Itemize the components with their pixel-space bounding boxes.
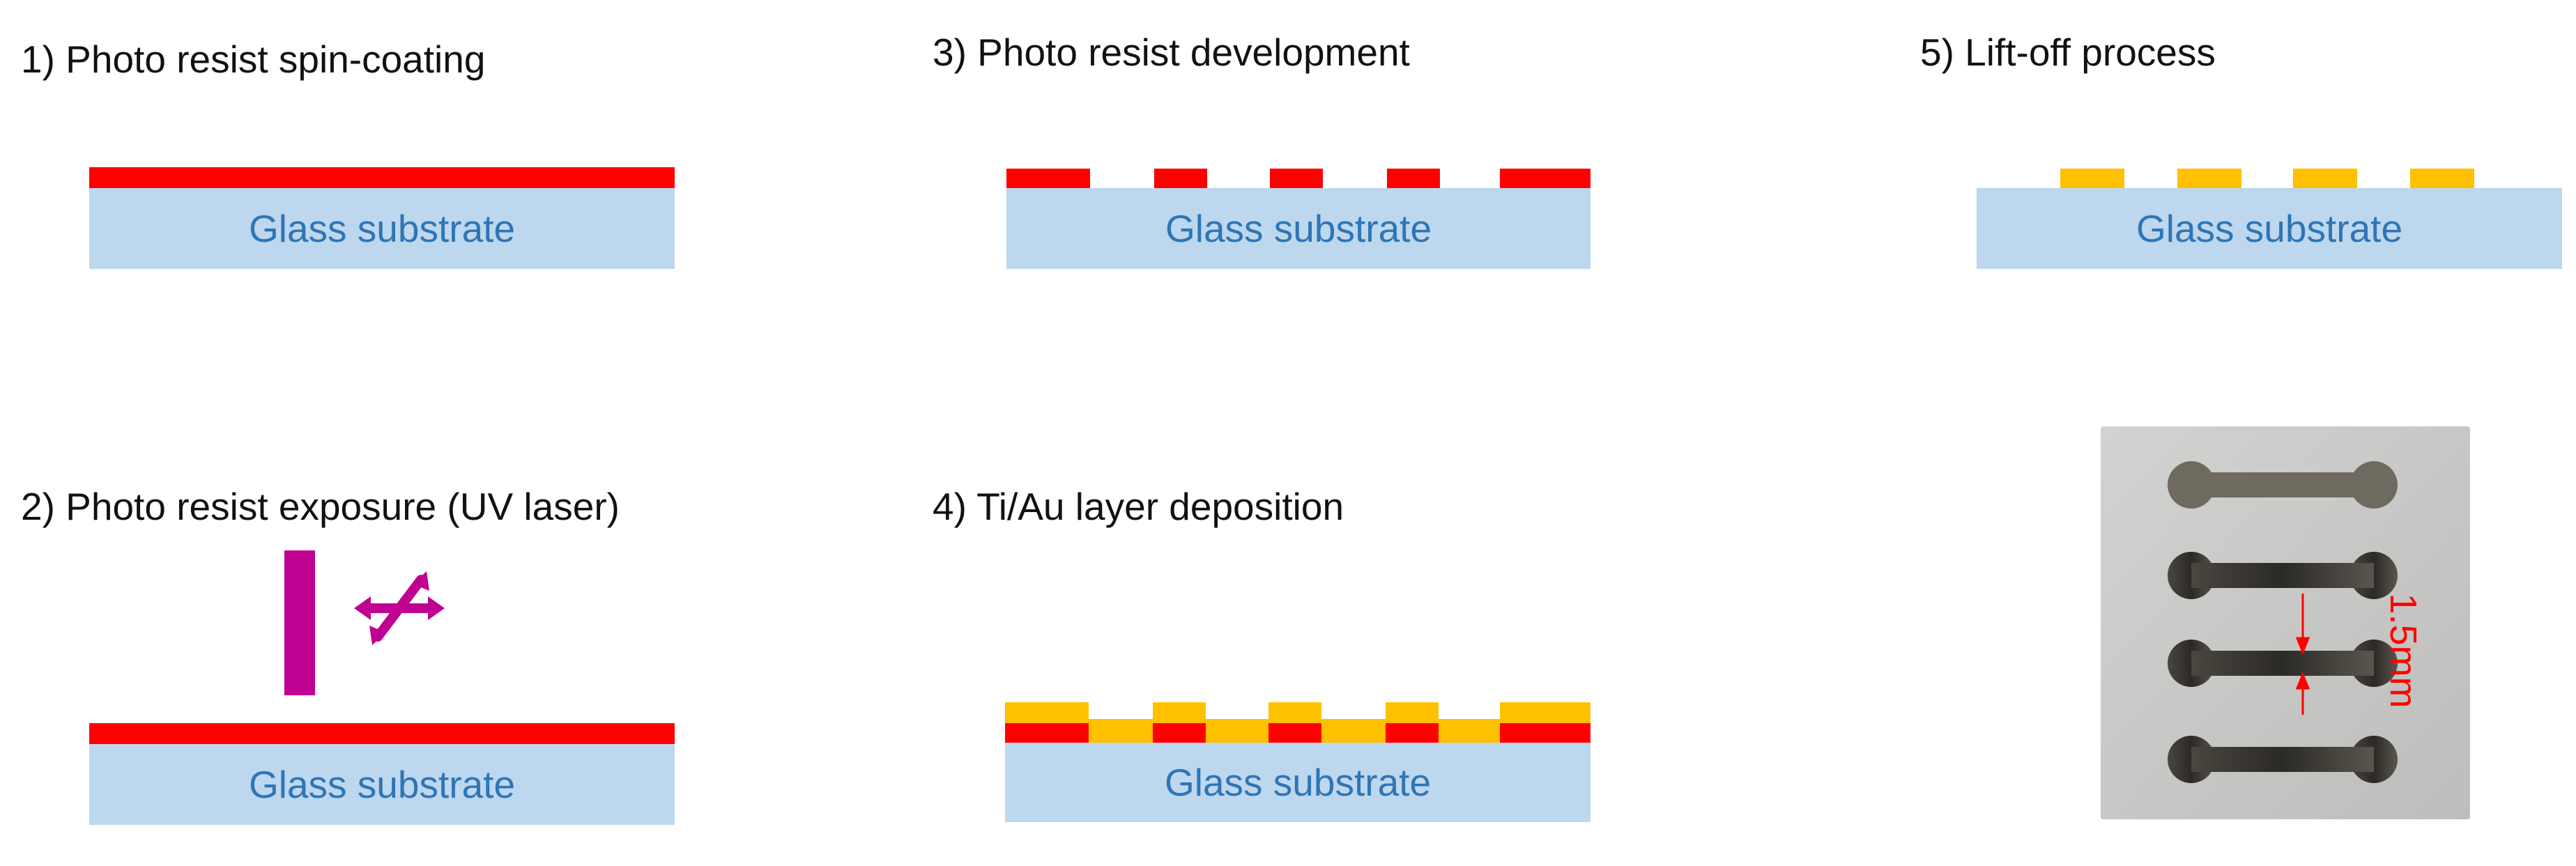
measurement-label: 1.5mm	[2382, 593, 2424, 709]
photoresist-segment	[1006, 169, 1090, 188]
substrate-label: Glass substrate	[248, 763, 516, 806]
step-3-title: 3) Photo resist development	[933, 31, 1410, 74]
metal-on-resist	[1153, 702, 1206, 723]
step-1-diagram: Glass substrate	[89, 167, 675, 269]
photoresist-segment	[1268, 723, 1321, 743]
metal-on-resist	[1500, 702, 1590, 723]
glass-substrate: Glass substrate	[89, 744, 675, 825]
photoresist-segment	[1386, 723, 1439, 743]
metal-in-gap	[1206, 719, 1268, 743]
metal-on-resist	[1268, 702, 1321, 723]
step-2-title: 2) Photo resist exposure (UV laser)	[21, 485, 620, 528]
step-1-title: 1) Photo resist spin-coating	[21, 38, 486, 81]
photoresist-segment	[1270, 169, 1323, 188]
uv-laser-beam	[284, 550, 315, 695]
step-5-diagram: Glass substrate	[1977, 169, 2562, 269]
substrate-label: Glass substrate	[248, 207, 516, 250]
step-4-title: 4) Ti/Au layer deposition	[933, 485, 1344, 528]
photoresist-segment	[1005, 723, 1089, 743]
photoresist-layer	[89, 723, 675, 744]
metal-on-resist	[1005, 702, 1089, 723]
laser-scan-direction-icon	[354, 571, 445, 645]
glass-substrate: Glass substrate	[1006, 188, 1590, 269]
metal-in-gap	[1439, 719, 1500, 743]
glass-substrate: Glass substrate	[1005, 743, 1590, 822]
photoresist-segment	[1153, 723, 1206, 743]
step-4-diagram: Glass substrate	[1005, 702, 1590, 822]
glass-substrate: Glass substrate	[89, 188, 675, 269]
step-5-title: 5) Lift-off process	[1920, 31, 2216, 74]
photoresist-segment	[1500, 723, 1590, 743]
fabricated-electrodes-photo: 1.5mm	[2101, 426, 2470, 819]
metal-electrode	[2060, 169, 2124, 188]
metal-in-gap	[1321, 719, 1386, 743]
substrate-label: Glass substrate	[1164, 761, 1432, 804]
photoresist-segment	[1387, 169, 1440, 188]
photoresist-layer	[89, 167, 675, 188]
photoresist-segment	[1154, 169, 1207, 188]
metal-on-resist	[1386, 702, 1439, 723]
substrate-label: Glass substrate	[1165, 207, 1432, 250]
metal-electrode	[2293, 169, 2357, 188]
photoresist-segment	[1500, 169, 1590, 188]
glass-substrate: Glass substrate	[1977, 188, 2562, 269]
step-3-diagram: Glass substrate	[1006, 169, 1590, 269]
metal-electrode	[2177, 169, 2241, 188]
metal-in-gap	[1089, 719, 1153, 743]
electrode-pattern-image	[2101, 426, 2470, 819]
metal-electrode	[2410, 169, 2474, 188]
substrate-label: Glass substrate	[2136, 207, 2403, 250]
step-2-diagram: Glass substrate	[89, 723, 675, 825]
